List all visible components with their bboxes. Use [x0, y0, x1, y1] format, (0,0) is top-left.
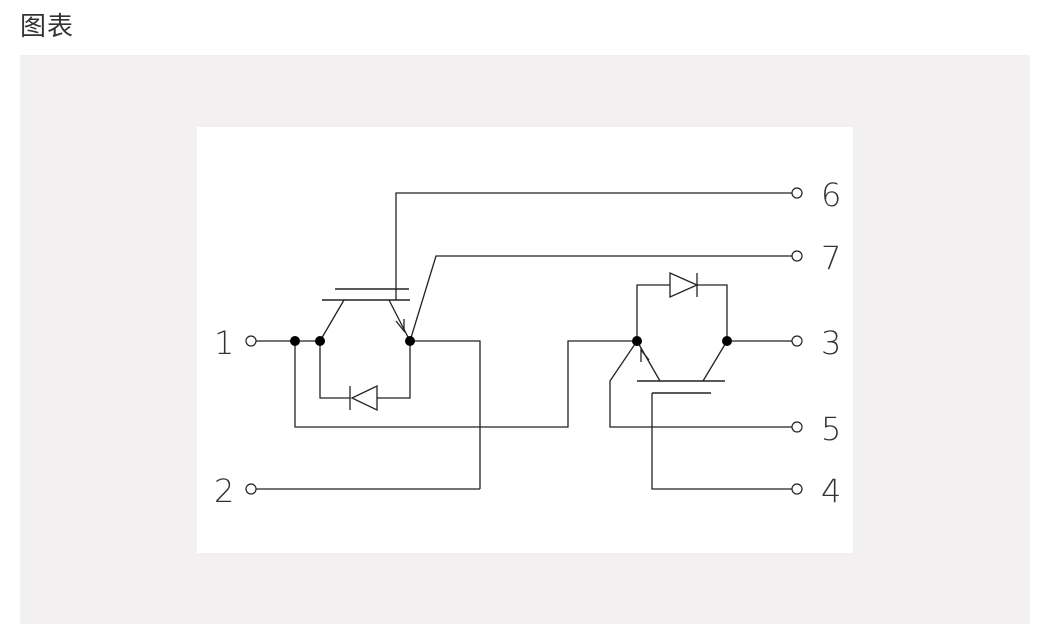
junction-dot: [405, 336, 415, 346]
section-title: 图表: [20, 12, 75, 42]
collector-leg-right: [702, 340, 728, 382]
junction-dot: [290, 336, 300, 346]
terminal-4: [791, 483, 803, 495]
emitter-leg-left: [388, 299, 411, 342]
wire-pin-5: [609, 340, 792, 428]
diode-left: [319, 341, 411, 412]
terminal-1: [245, 335, 257, 347]
terminal-5: [791, 421, 803, 433]
terminal-2: [245, 483, 257, 495]
junction-dot: [315, 336, 325, 346]
junction-dot: [722, 336, 732, 346]
junction-dot: [632, 336, 642, 346]
terminal-6: [791, 187, 803, 199]
emitter-arrow-right: [640, 348, 650, 362]
igbt-right: [636, 340, 728, 394]
diode-right: [636, 271, 728, 341]
pin-label-5: 5: [821, 410, 841, 448]
igbt-left: [319, 192, 792, 342]
terminal-7: [791, 250, 803, 262]
pin-label-2: 2: [214, 472, 234, 510]
pin-label-6: 6: [821, 176, 841, 214]
wire-node-right-to-2: [410, 340, 481, 489]
pin-label-7: 7: [821, 239, 841, 277]
emitter-leg-right: [636, 340, 661, 382]
wire-cross-link: [294, 340, 637, 428]
emitter-arrow-left: [395, 319, 405, 333]
pin-label-3: 3: [821, 324, 841, 362]
terminal-3: [791, 335, 803, 347]
diagram-canvas: [197, 127, 853, 553]
pin-label-4: 4: [821, 472, 841, 510]
wire-pin-7: [409, 255, 792, 342]
wire-gate-6: [395, 192, 792, 300]
wire-pin-4: [651, 393, 792, 490]
pin-label-1: 1: [214, 324, 234, 362]
collector-leg-left: [319, 299, 345, 342]
